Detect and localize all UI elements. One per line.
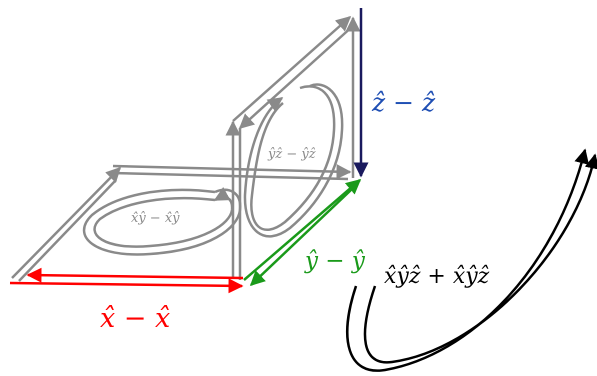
y-arrow	[243, 179, 362, 287]
xy-loop	[82, 186, 242, 256]
yz-commutator-label: ŷẑ − ŷẑ	[268, 147, 316, 162]
xyz-sum-label: x̂ŷẑ + x̂ŷẑ	[384, 264, 490, 289]
diagonal-left-gray-arrow	[11, 166, 122, 282]
y-diff-label: ŷ − ŷ	[305, 248, 365, 274]
xyz-curved-arrow	[346, 148, 597, 372]
diagonal-upper-arrow	[232, 16, 355, 130]
x-arrow	[9, 267, 244, 294]
horizontal-middle-gray-arrow	[110, 164, 352, 181]
z-diff-label: ẑ − ẑ	[372, 88, 436, 117]
x-diff-label: x̂ − x̂	[100, 303, 171, 334]
yz-loop	[243, 83, 344, 238]
xy-commutator-label: x̂ŷ − x̂ŷ	[131, 211, 180, 226]
